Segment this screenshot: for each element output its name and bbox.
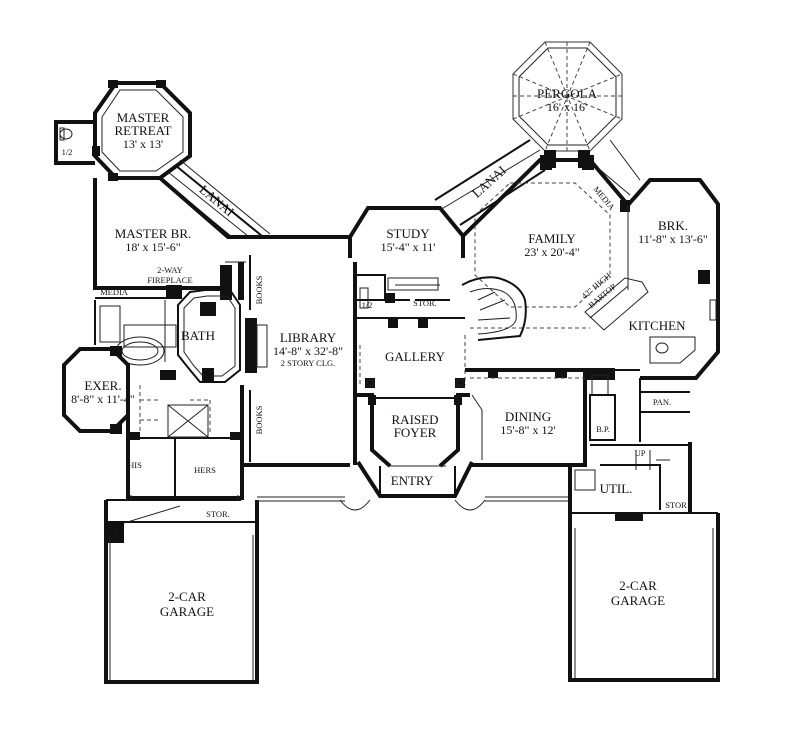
library-dims: 14'-8" x 32'-8" (273, 344, 343, 358)
fireplace-line-1: 2-WAY (157, 265, 183, 275)
kitchen-walls (584, 277, 696, 396)
closet-walls (126, 378, 244, 500)
room-labels: MASTER RETREAT 13' x 13' 1/2 LANAI MASTE… (62, 86, 708, 619)
pan-label: PAN. (653, 397, 671, 407)
master-br-name: MASTER BR. (115, 226, 192, 241)
master-br-dims: 18' x 15'-6" (125, 240, 180, 254)
dining-dims: 15'-8" x 12' (500, 423, 555, 437)
library-name: LIBRARY (280, 330, 337, 345)
garage-right-name-2: GARAGE (611, 593, 665, 608)
hers-label: HERS (194, 465, 216, 475)
garage-right-name-1: 2-CAR (619, 578, 657, 593)
exer-walls (62, 346, 130, 434)
stair (461, 276, 527, 341)
half-bath-mid-label: 1/2 (362, 300, 373, 310)
master-retreat-name-1: MASTER (117, 110, 170, 125)
brk-dims: 11'-8" x 13'-6" (638, 232, 708, 246)
stor-mid-label: STOR. (413, 298, 437, 308)
foyer-walls (339, 393, 486, 511)
fireplace-line-2: FIREPLACE (147, 275, 192, 285)
study-name: STUDY (386, 226, 430, 241)
kitchen-label: KITCHEN (628, 318, 686, 333)
stor-left-label: STOR. (206, 509, 230, 519)
garage-left-name-1: 2-CAR (168, 589, 206, 604)
gallery-walls (355, 317, 466, 388)
family-name: FAMILY (528, 231, 576, 246)
library-walls (240, 237, 357, 467)
bath-walls (94, 289, 241, 383)
master-retreat-name-2: RETREAT (114, 123, 171, 138)
bp-label: B.P. (596, 424, 610, 434)
half-bath-left-walls (54, 120, 95, 165)
brk-name: BRK. (658, 218, 688, 233)
up-right-label: UP (635, 448, 646, 458)
exer-dims: 8'-8" x 11'-4" (71, 392, 135, 406)
family-dims: 23' x 20'-4" (524, 245, 579, 259)
library-note: 2 STORY CLG. (281, 358, 336, 368)
his-label: HIS (128, 460, 142, 470)
gallery-label: GALLERY (385, 349, 446, 364)
left-garage-walls (104, 498, 259, 684)
dining-walls (465, 368, 587, 467)
raised-foyer-name-2: FOYER (394, 425, 437, 440)
study-dims: 15'-4" x 11' (381, 240, 436, 254)
util-label: UTIL. (600, 481, 633, 496)
half-bath-left-label: 1/2 (62, 147, 73, 157)
terrace-line (257, 496, 570, 502)
stor-right-label: STOR (665, 500, 687, 510)
books-bottom-label: BOOKS (254, 405, 264, 434)
up-left-label: UP (112, 525, 123, 535)
master-retreat-dims: 13' x 13' (123, 137, 163, 151)
pergola-dims: 16' x 16' (547, 100, 587, 114)
garage-left-name-2: GARAGE (160, 604, 214, 619)
bath-label: BATH (181, 328, 215, 343)
raised-foyer-name-1: RAISED (392, 412, 439, 427)
exer-name: EXER. (84, 378, 121, 393)
service-walls (568, 378, 692, 513)
entry-label: ENTRY (391, 473, 434, 488)
pergola-name: PERGOLA (537, 86, 598, 101)
books-top-label: BOOKS (254, 275, 264, 304)
dining-name: DINING (505, 409, 551, 424)
media-left-label: MEDIA (100, 287, 129, 297)
family-walls (461, 155, 631, 329)
brk-walls (626, 178, 720, 380)
study-walls (348, 206, 465, 345)
